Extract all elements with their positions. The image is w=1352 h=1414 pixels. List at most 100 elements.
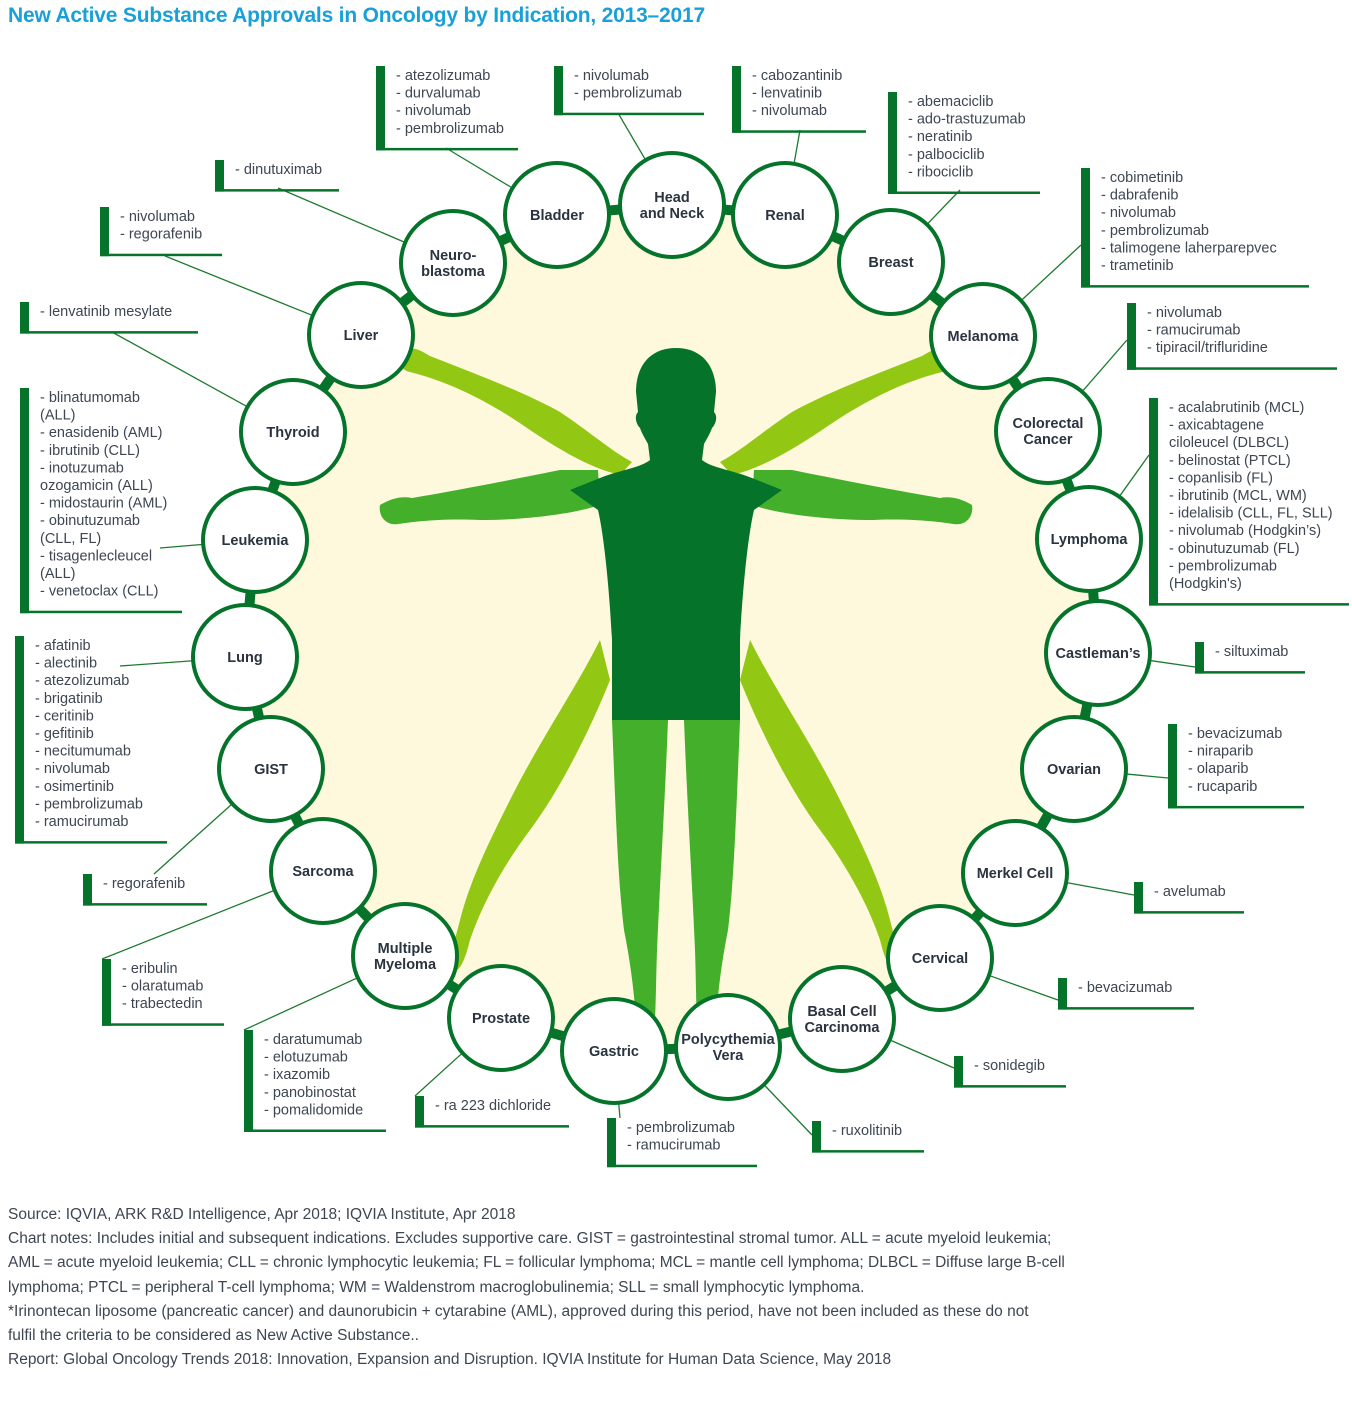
circle-ring bbox=[239, 378, 347, 486]
callout-bar bbox=[1058, 978, 1067, 1010]
indication-label: Liver bbox=[344, 328, 379, 344]
footer-notes: Source: IQVIA, ARK R&D Intelligence, Apr… bbox=[8, 1203, 1348, 1372]
circle-ring bbox=[1035, 485, 1143, 593]
leader-line-liver bbox=[164, 255, 314, 317]
indication-circle-gastric: Gastric bbox=[560, 997, 668, 1105]
circle-ring bbox=[399, 209, 507, 317]
drug-name: - ribociclib bbox=[908, 164, 973, 180]
drug-name: - axicabtagene bbox=[1169, 418, 1264, 434]
drug-name: - siltuximab bbox=[1215, 644, 1288, 660]
callout-bar bbox=[1149, 398, 1158, 606]
circle-ring bbox=[191, 603, 299, 711]
drug-name: - pembrolizumab bbox=[574, 86, 682, 102]
drug-callout-lymphoma: - acalabrutinib (MCL)- axicabtagene cilo… bbox=[1149, 398, 1349, 606]
drug-callout-prostate: - ra 223 dichloride bbox=[415, 1096, 569, 1128]
indication-label: Castleman’s bbox=[1056, 646, 1141, 662]
straight-right-leg bbox=[684, 720, 740, 1020]
callout-underline bbox=[954, 1085, 1066, 1088]
drug-name: - abemaciclib bbox=[908, 94, 993, 110]
indication-label: Breast bbox=[868, 255, 913, 271]
callout-underline bbox=[415, 1125, 569, 1128]
drug-name: - alectinib bbox=[35, 656, 97, 672]
callout-bar bbox=[1081, 168, 1090, 288]
leader-line-lung bbox=[119, 660, 194, 667]
chart-title: New Active Substance Approvals in Oncolo… bbox=[8, 4, 705, 27]
drug-name: - olaparib bbox=[1188, 761, 1248, 777]
callout-bar bbox=[1168, 724, 1177, 809]
raised-left-arm bbox=[400, 348, 632, 475]
indication-circle-lung: Lung bbox=[191, 603, 299, 711]
indication-circle-lymphoma: Lymphoma bbox=[1035, 485, 1143, 593]
drug-name: - trametinib bbox=[1101, 258, 1174, 274]
indication-label: Multiple bbox=[378, 941, 433, 957]
drug-name: - niraparib bbox=[1188, 744, 1253, 760]
drug-name: - afatinib bbox=[35, 638, 91, 654]
callout-underline bbox=[1058, 1007, 1194, 1010]
drug-name: - belinostat (PTCL) bbox=[1169, 453, 1291, 469]
drug-name: - pembrolizumab bbox=[627, 1120, 735, 1136]
drug-callout-thyroid: - lenvatinib mesylate bbox=[20, 302, 198, 334]
drug-name: - elotuzumab bbox=[264, 1050, 348, 1066]
indication-label: GIST bbox=[254, 762, 288, 778]
drug-name: - ixazomib bbox=[264, 1067, 330, 1083]
indication-circle-bladder: Bladder bbox=[503, 161, 611, 269]
indication-circle-cervical: Cervical bbox=[886, 904, 994, 1012]
leader-line-melanoma bbox=[1020, 244, 1082, 302]
callout-underline bbox=[1081, 285, 1309, 288]
drug-name: - idelalisib (CLL, FL, SLL) bbox=[1169, 506, 1333, 522]
indication-label: Melanoma bbox=[948, 329, 1020, 345]
drug-name: - panobinostat bbox=[264, 1085, 356, 1101]
indication-label: Gastric bbox=[589, 1044, 639, 1060]
indication-label: Colorectal bbox=[1013, 416, 1084, 432]
chart-notes-line-1: Chart notes: Includes initial and subseq… bbox=[8, 1230, 1052, 1248]
indication-label: Ovarian bbox=[1047, 762, 1101, 778]
callout-bar bbox=[102, 959, 111, 1026]
drug-callout-lung: - afatinib- alectinib- atezolizumab- bri… bbox=[15, 636, 167, 844]
spread-right-leg bbox=[740, 640, 900, 972]
drug-callout-gastric: - pembrolizumab- ramucirumab bbox=[607, 1118, 757, 1168]
leader-line-multiple-myeloma bbox=[243, 977, 359, 1031]
indication-label: Thyroid bbox=[266, 425, 319, 441]
leader-line-lymphoma bbox=[1118, 454, 1150, 498]
callout-bar bbox=[1134, 882, 1143, 914]
callout-bar bbox=[20, 302, 29, 334]
indication-label: blastoma bbox=[421, 264, 486, 280]
drug-name: - bevacizumab bbox=[1078, 980, 1172, 996]
indication-label: Renal bbox=[765, 208, 805, 224]
callout-underline bbox=[607, 1164, 757, 1168]
callout-underline bbox=[732, 130, 866, 133]
drug-name: - nivolumab bbox=[35, 761, 110, 777]
callout-bar bbox=[415, 1096, 424, 1128]
indication-circle-thyroid: Thyroid bbox=[239, 378, 347, 486]
callout-bar bbox=[954, 1056, 963, 1088]
leader-line-colorectal-cancer bbox=[1081, 339, 1128, 393]
indication-label: Merkel Cell bbox=[977, 866, 1054, 882]
straight-left-leg bbox=[612, 720, 668, 1020]
drug-name: - nivolumab bbox=[120, 209, 195, 225]
callout-bar bbox=[376, 66, 385, 151]
drug-callout-bladder: - atezolizumab- durvalumab- nivolumab- p… bbox=[376, 66, 518, 151]
leader-line-cervical bbox=[988, 974, 1059, 1001]
drug-callout-melanoma: - cobimetinib- dabrafenib- nivolumab- pe… bbox=[1081, 168, 1309, 288]
indication-circle-prostate: Prostate bbox=[447, 964, 555, 1072]
drug-name: - gefitinib bbox=[35, 726, 94, 742]
drug-callout-renal: - cabozantinib- lenvatinib- nivolumab bbox=[732, 66, 866, 133]
indication-circle-breast: Breast bbox=[837, 208, 945, 316]
leader-line-renal bbox=[793, 129, 801, 164]
drug-name: - nivolumab bbox=[752, 103, 827, 119]
circle-ring bbox=[1020, 715, 1128, 823]
indication-circle-merkel-cell: Merkel Cell bbox=[961, 819, 1069, 927]
drug-name: - atezolizumab bbox=[35, 673, 129, 689]
horizontal-left-arm bbox=[379, 470, 600, 525]
drug-name: ozogamicin (ALL) bbox=[40, 478, 153, 494]
drug-name: - ramucirumab bbox=[35, 814, 128, 830]
drug-name: - pembrolizumab bbox=[396, 121, 504, 137]
callout-bar bbox=[20, 388, 29, 614]
drug-callout-ovarian: - bevacizumab- niraparib- olaparib- ruca… bbox=[1168, 724, 1304, 809]
drug-name: - tisagenlecleucel bbox=[40, 548, 152, 564]
